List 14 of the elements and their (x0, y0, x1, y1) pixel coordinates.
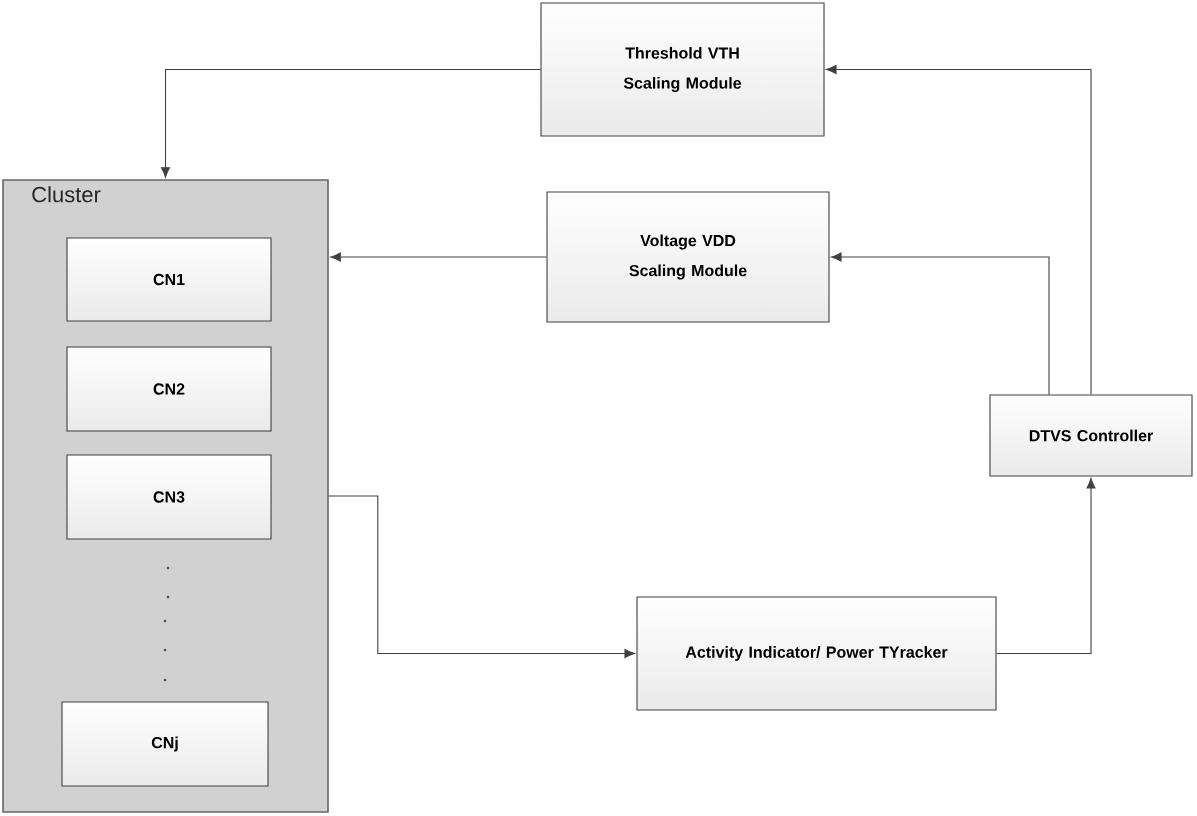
process-box: Activity Indicator/ Power TYracker (636, 596, 997, 711)
controller-box: DTVS Controller (989, 394, 1193, 477)
node-box: CN2 (66, 346, 272, 432)
arrow (160, 68, 541, 178)
process-box: Voltage VDD Scaling Module (546, 191, 830, 323)
arrow (996, 478, 1096, 655)
arrow (328, 495, 635, 659)
arrow (330, 252, 547, 262)
process-box: Threshold VTH Scaling Module (540, 2, 825, 137)
arrow (826, 64, 1092, 395)
node-box: CNj (61, 701, 269, 787)
node-box: CN3 (66, 454, 272, 540)
node-box: CN1 (66, 237, 272, 322)
arrow (831, 252, 1050, 395)
